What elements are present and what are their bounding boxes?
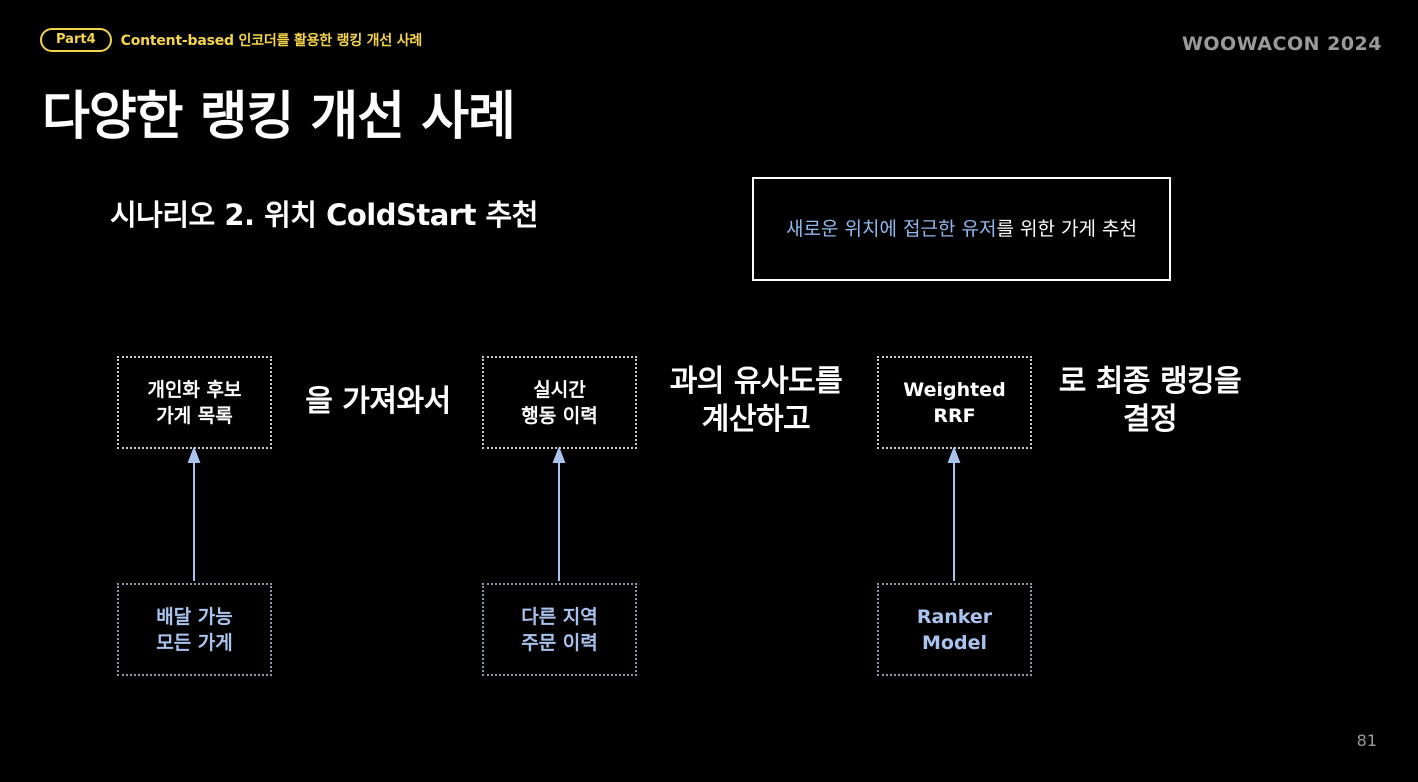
goal-box: 새로운 위치에 접근한 유저를 위한 가게 추천 <box>752 177 1171 281</box>
connector-text-3: 로 최종 랭킹을 결정 <box>1058 364 1242 437</box>
page-number: 81 <box>1356 731 1377 750</box>
deliverable-stores-box: 배달 가능 모든 가게 <box>117 583 272 676</box>
connector-text-1: 을 가져와서 <box>305 384 451 419</box>
section-title: Content-based 인코더를 활용한 랭킹 개선 사례 <box>120 33 423 49</box>
connector-text-2: 과의 유사도를 계산하고 <box>669 364 843 437</box>
ranker-model-box: Ranker Model <box>877 583 1032 676</box>
part-label: Part4 <box>40 28 112 52</box>
candidate-stores-box: 개인화 후보 가게 목록 <box>117 356 272 449</box>
arrow-head-1 <box>187 446 201 463</box>
other-region-orders-box: 다른 지역 주문 이력 <box>482 583 637 676</box>
goal-text: 를 위한 가게 추천 <box>996 218 1137 240</box>
arrow-head-3 <box>947 446 961 463</box>
slide-title: 다양한 랭킹 개선 사례 <box>42 87 516 147</box>
scenario-heading: 시나리오 2. 위치 ColdStart 추천 <box>110 198 538 232</box>
section-badge: Part4 Content-based 인코더를 활용한 랭킹 개선 사례 <box>40 28 423 52</box>
realtime-behavior-box: 실시간 행동 이력 <box>482 356 637 449</box>
arrow-head-2 <box>552 446 566 463</box>
brand-logo-text: WOOWACON 2024 <box>1181 33 1382 55</box>
goal-highlight: 새로운 위치에 접근한 유저 <box>786 218 997 240</box>
